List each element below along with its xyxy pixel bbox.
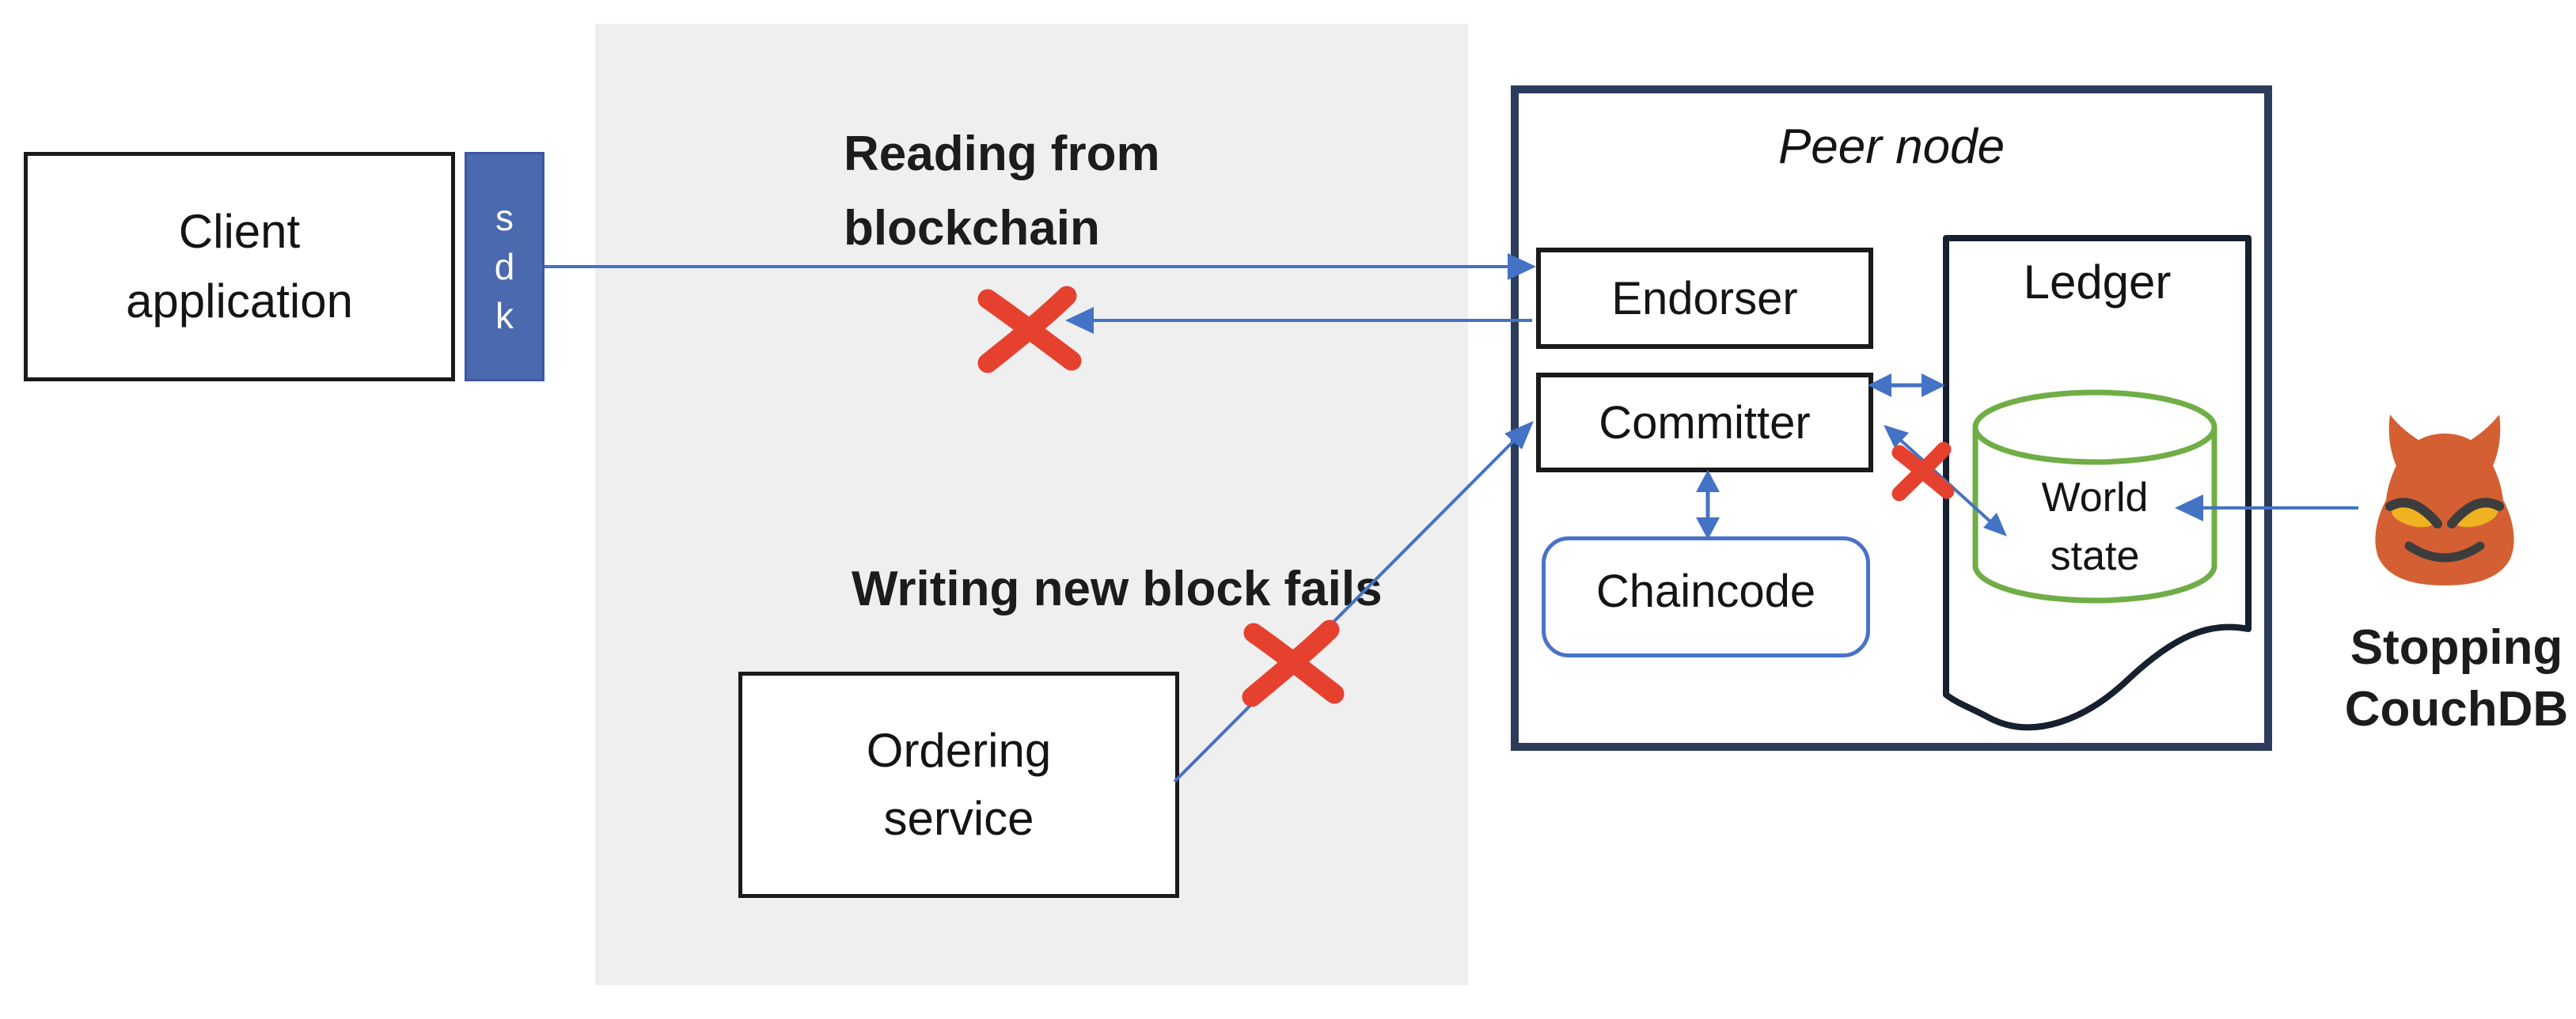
world-state-cylinder-body: [1972, 427, 2217, 604]
committer-box: Committer: [1536, 373, 1873, 472]
world-state-cylinder: [1972, 389, 2217, 604]
world-state-label: World state: [2041, 475, 2149, 579]
peer-node-title: Peer node: [1777, 119, 2005, 174]
world-state-cylinder-top: [1972, 389, 2217, 465]
ordering-service-label: Ordering service: [866, 724, 1052, 845]
devil-right-eye: [2447, 498, 2504, 528]
chaincode-box: Chaincode: [1542, 536, 1870, 657]
writing-new-block-fails-label: Writing new block fails: [852, 562, 1383, 616]
devil-left-eye: [2385, 498, 2442, 528]
chaincode-label: Chaincode: [1595, 566, 1816, 617]
sdk-label: s d k: [494, 197, 515, 336]
client-application-box: Client application: [24, 152, 455, 381]
stopping-couchdb-label: Stopping CouchDB: [2344, 620, 2569, 737]
ledger-label: Ledger: [2023, 256, 2172, 309]
client-application-label: Client application: [126, 205, 353, 328]
reading-from-blockchain-label: Reading from blockchain: [844, 127, 1160, 256]
endorser-box: Endorser: [1536, 248, 1873, 349]
devil-icon: [2375, 415, 2514, 585]
committer-label: Committer: [1599, 396, 1811, 449]
ordering-service-box: Ordering service: [738, 672, 1179, 898]
devil-smile: [2404, 541, 2485, 563]
sdk-box: s d k: [465, 152, 544, 381]
devil-smiling-face-with-horns-icon: [2375, 415, 2514, 585]
endorser-label: Endorser: [1611, 272, 1798, 324]
